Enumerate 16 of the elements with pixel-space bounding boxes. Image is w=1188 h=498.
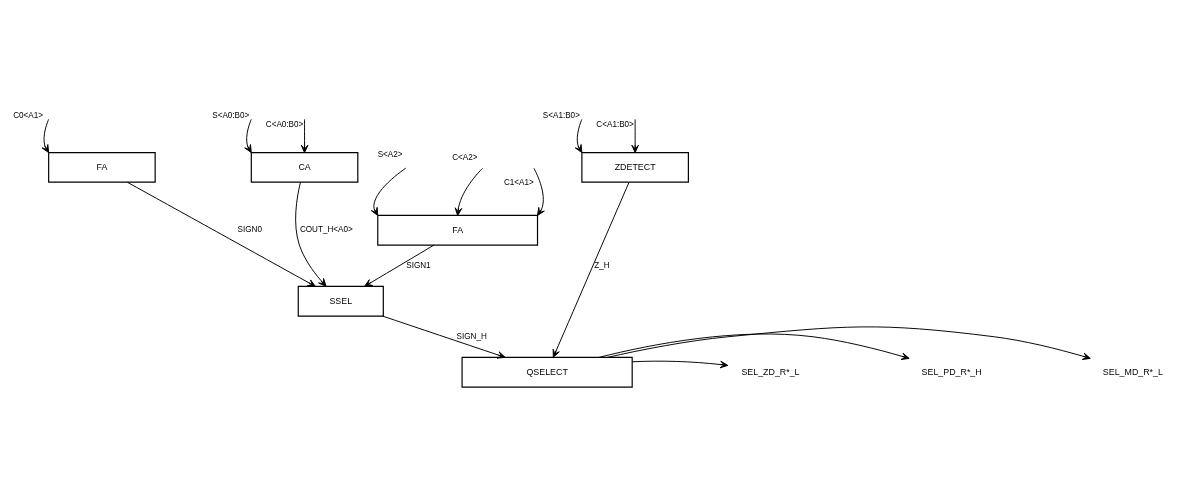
edge-label: C<A0:B0> [265,119,304,129]
edge-label: S<A0:B0> [212,110,250,120]
node-text: SEL_MD_R*_L [1102,366,1163,377]
edge-label: SIGN_H [456,331,487,341]
node-text: SEL_ZD_R*_L [741,366,800,377]
edge-label: SIGN1 [406,260,431,270]
edge-label: S<A1:B0> [542,110,580,120]
edge-label: SIGN0 [237,224,263,234]
edge-label: S<A2> [377,149,403,159]
edge-label: C0<A1> [13,110,44,120]
edge-label: COUT_H<A0> [299,224,353,234]
edge-label: C<A2> [452,152,478,162]
edge-label: C1<A1> [503,177,534,187]
edge-label: C<A1:B0> [596,119,634,129]
edge-label: Z_H [594,260,610,270]
node-text: SEL_PD_R*_H [921,366,982,377]
